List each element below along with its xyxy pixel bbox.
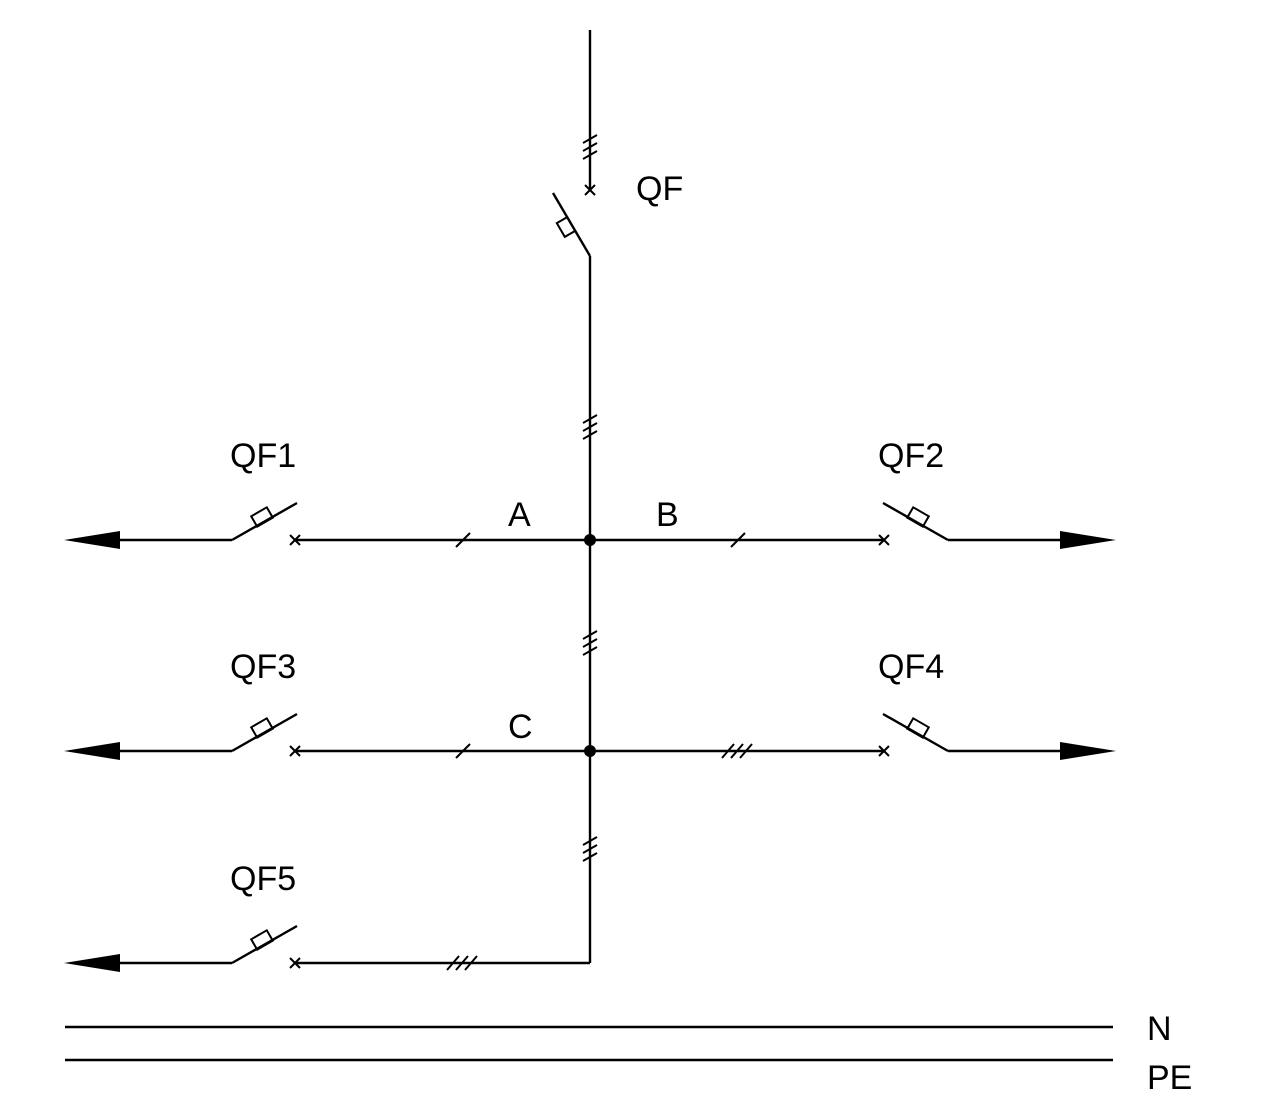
breaker-qf4-contact-cross (878, 745, 890, 757)
neutral-label: N (1147, 1010, 1172, 1048)
conductor-tick-b (730, 532, 746, 548)
breaker-qf3-release-box (249, 716, 275, 740)
breaker-qf1-label: QF1 (230, 437, 296, 475)
breaker-qf1-contact-cross (289, 534, 301, 546)
breaker-qf3-contact-cross (289, 745, 301, 757)
breaker-qf2-label: QF2 (878, 437, 944, 475)
breaker-qf-release-box (555, 215, 577, 239)
conductor-ticks-qf4 (721, 743, 753, 759)
conductor-tick-a (455, 532, 471, 548)
breaker-qf3-label: QF3 (230, 648, 296, 686)
branch-qf5-outgoing-arrow (64, 954, 120, 972)
phase-a-label: A (508, 496, 531, 534)
breaker-qf1-release-box (249, 505, 275, 529)
protective-earth-conductor: PE (65, 1058, 1192, 1097)
neutral-conductor: N (65, 1010, 1172, 1048)
breaker-qf2-contact-cross (878, 534, 890, 546)
breaker-qf5-contact-cross (289, 957, 301, 969)
conductor-ticks-main-top (582, 134, 598, 160)
branch-qf1-outgoing-arrow (64, 531, 120, 549)
breaker-qf-contact-cross (584, 184, 596, 196)
breaker-qf5-label: QF5 (230, 860, 296, 898)
phase-b-label: B (656, 496, 679, 534)
conductor-ticks-main-bottom (582, 836, 598, 862)
branch-qf2: B QF2 (590, 437, 1116, 549)
breaker-qf-label: QF (636, 170, 683, 208)
branch-qf4-outgoing-arrow (1060, 742, 1116, 760)
branch-qf3: C QF3 (64, 648, 590, 760)
branch-qf1: A QF1 (64, 437, 590, 549)
conductor-ticks-main-mid2 (582, 630, 598, 656)
branch-qf4: QF4 (590, 648, 1116, 760)
conductor-ticks-main-mid1 (582, 414, 598, 440)
main-feeder: QF (551, 30, 683, 963)
phase-c-label: C (508, 708, 533, 746)
branch-qf5: QF5 (64, 860, 590, 972)
protective-earth-label: PE (1147, 1059, 1192, 1097)
conductor-tick-c (455, 743, 471, 759)
breaker-qf4-release-box (905, 716, 931, 740)
conductor-ticks-qf5 (446, 955, 478, 971)
branch-qf2-outgoing-arrow (1060, 531, 1116, 549)
breaker-qf5-release-box (249, 928, 275, 952)
branch-qf3-outgoing-arrow (64, 742, 120, 760)
breaker-qf2-release-box (905, 505, 931, 529)
breaker-qf4-label: QF4 (878, 648, 944, 686)
